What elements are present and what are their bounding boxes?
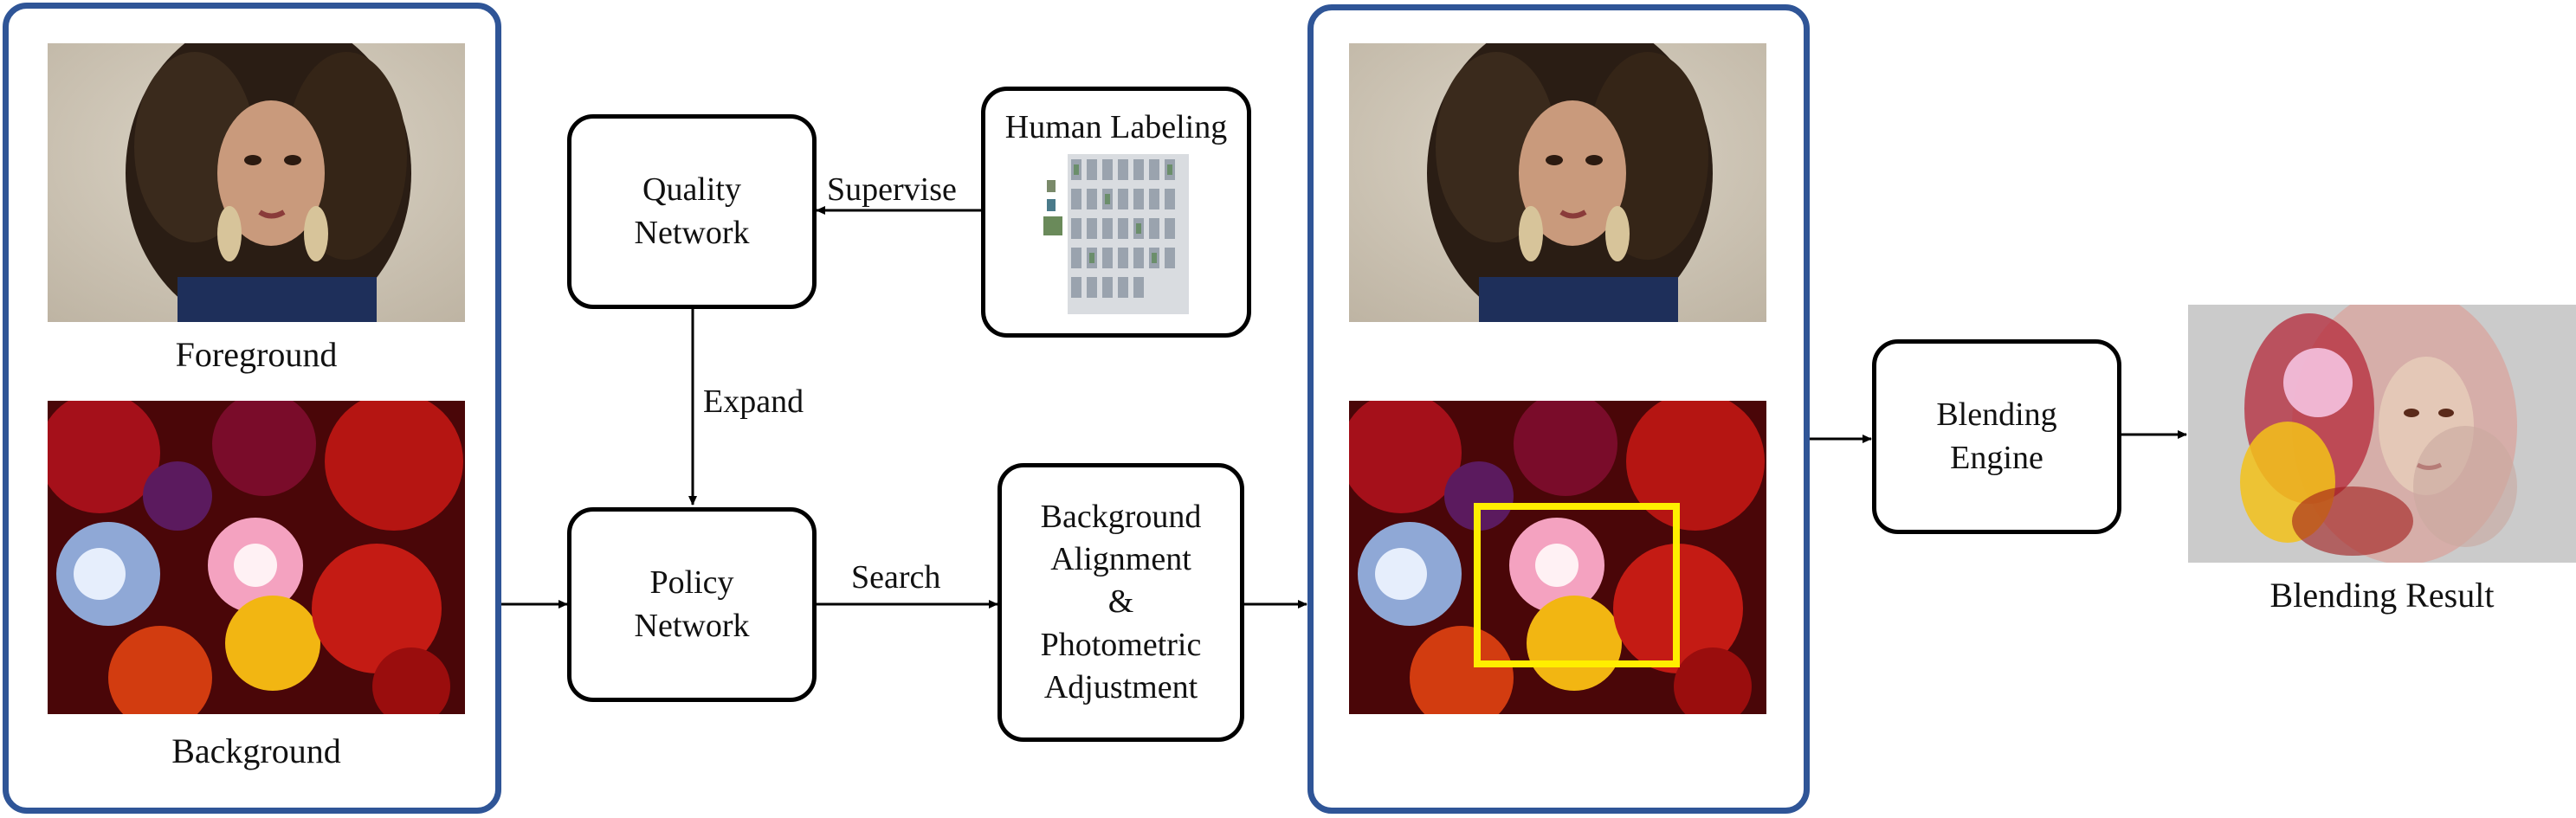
foreground-caption: Foreground — [175, 335, 338, 374]
aligned-background-image — [1349, 401, 1766, 714]
blending-result-image — [2188, 305, 2576, 563]
background-alignment-node: Background Alignment & Photometric Adjus… — [997, 463, 1244, 742]
quality-network-node: Quality Network — [567, 114, 817, 309]
aligned-background-glass-art-icon — [1349, 401, 1766, 714]
human-labeling-node: Human Labeling — [981, 87, 1251, 338]
foreground-image — [48, 43, 465, 322]
background-image — [48, 401, 465, 714]
supervise-label: Supervise — [827, 171, 957, 208]
expand-label: Expand — [703, 383, 804, 420]
blending-engine-node: Blending Engine — [1872, 339, 2121, 534]
aligned-foreground-image — [1349, 43, 1766, 322]
blending-engine-label: Blending Engine — [1936, 396, 2057, 476]
foreground-portrait-icon — [48, 43, 465, 322]
policy-network-label: Policy Network — [634, 564, 750, 644]
crop-box — [1474, 503, 1680, 667]
background-caption: Background — [171, 731, 341, 770]
search-label: Search — [851, 559, 941, 596]
background-glass-art-icon — [48, 401, 465, 714]
policy-network-node: Policy Network — [567, 507, 817, 702]
labeled-thumbnails-icon — [1043, 154, 1189, 314]
aligned-foreground-portrait-icon — [1349, 43, 1766, 322]
blending-result-caption: Blending Result — [2269, 576, 2495, 615]
background-alignment-label: Background Alignment & Photometric Adjus… — [1040, 498, 1202, 706]
human-labeling-label: Human Labeling — [1004, 109, 1228, 145]
quality-network-label: Quality Network — [634, 171, 750, 251]
blended-portrait-icon — [2188, 305, 2576, 563]
